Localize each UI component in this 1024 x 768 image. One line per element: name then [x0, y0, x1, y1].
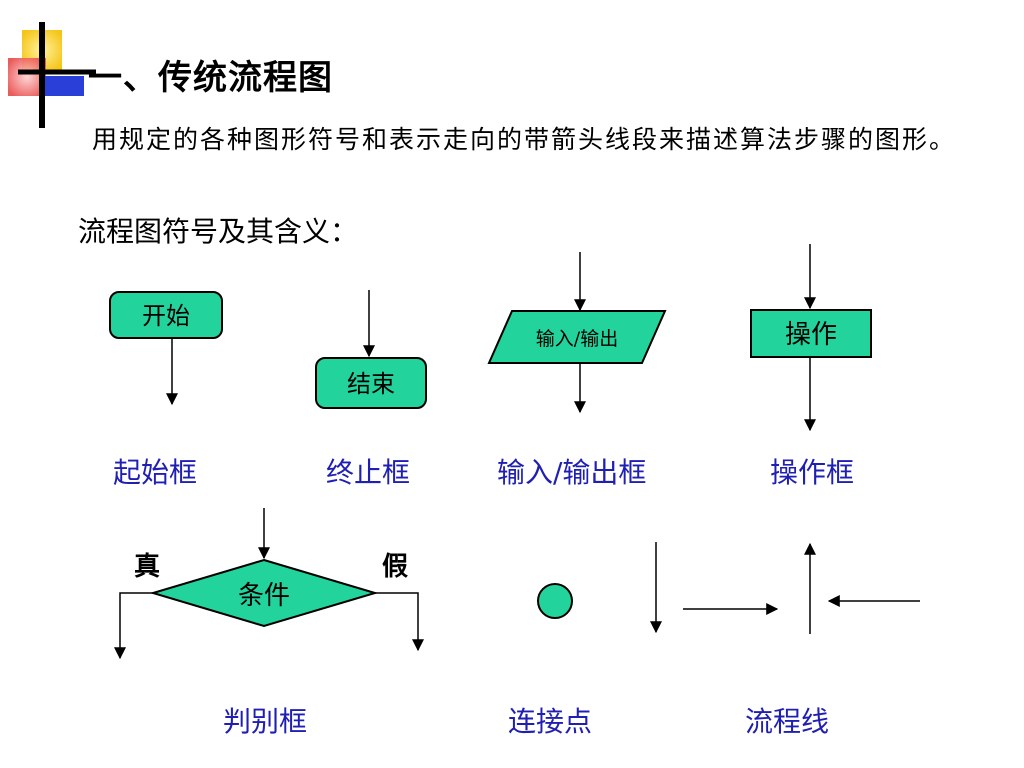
caption-start-box: 起始框: [113, 456, 198, 489]
false-label: 假: [382, 552, 408, 582]
caption-process-box: 操作框: [770, 456, 855, 489]
process-symbol: 操作: [750, 244, 872, 432]
end-label: 结束: [347, 370, 395, 398]
end-terminal-shape: [315, 357, 427, 409]
io-label: 输入/输出: [536, 328, 618, 350]
caption-flow-line: 流程线: [745, 705, 830, 738]
decision-true-branch: [114, 592, 153, 660]
start-label: 开始: [142, 302, 190, 330]
process-label: 操作: [785, 320, 837, 350]
subheading: 流程图符号及其含义：: [78, 215, 359, 248]
true-label: 真: [134, 552, 160, 582]
decision-diamond-shape: [149, 558, 379, 628]
connector-circle-shape: [537, 583, 573, 619]
process-rectangle-shape: [750, 309, 872, 358]
caption-end-box: 终止框: [326, 456, 411, 489]
start-terminal-shape: [109, 291, 223, 339]
decision-false-branch: [375, 592, 424, 652]
condition-label: 条件: [238, 581, 290, 611]
description-text: 用规定的各种图形符号和表示走向的带箭头线段来描述算法步骤的图形。: [92, 125, 957, 154]
page-title: 一、传统流程图: [88, 58, 333, 98]
title-decoration: [8, 22, 96, 128]
start-symbol: 开始: [109, 291, 223, 406]
decision-symbol: 条件 真 假: [114, 508, 424, 660]
deco-blue-bar: [40, 76, 84, 96]
caption-connector: 连接点: [508, 705, 593, 738]
io-symbol: 输入/输出: [487, 252, 667, 414]
flow-line-symbols: [650, 542, 920, 634]
caption-decision-box: 判别框: [223, 705, 308, 738]
caption-io-box: 输入/输出框: [497, 456, 647, 489]
io-parallelogram-shape: [487, 310, 667, 364]
end-symbol: 结束: [315, 290, 427, 409]
